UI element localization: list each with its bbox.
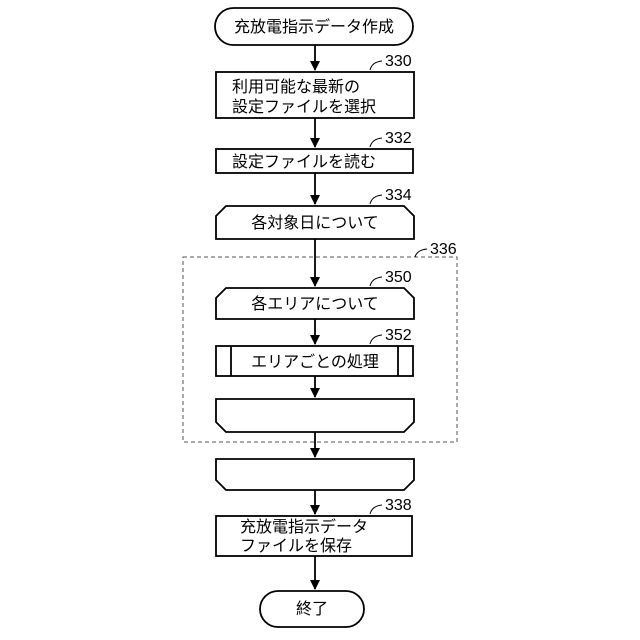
leader-334 — [370, 195, 382, 204]
process-area-label: エリアごとの処理 — [251, 352, 379, 371]
ref-334: 334 — [385, 187, 412, 204]
loop-days-start: 各対象日について — [216, 206, 414, 239]
loop-days-end — [216, 459, 414, 490]
leader-330 — [370, 61, 382, 70]
leader-332 — [370, 138, 382, 147]
end-label: 終了 — [296, 599, 328, 618]
loop-areas-label: 各エリアについて — [251, 294, 379, 313]
ref-336: 336 — [430, 241, 457, 258]
ref-338: 338 — [385, 497, 412, 514]
save-file-line2: ファイルを保存 — [240, 536, 352, 555]
end-terminal: 終了 — [260, 591, 364, 627]
loop-areas-end — [216, 399, 414, 432]
save-file-step: 充放電指示データ ファイルを保存 — [216, 516, 412, 556]
leader-350 — [370, 277, 382, 286]
leader-352 — [370, 335, 382, 344]
ref-332: 332 — [385, 130, 412, 147]
select-file-step: 利用可能な最新の 設定ファイルを選択 — [216, 72, 414, 118]
read-file-step: 設定ファイルを読む — [216, 149, 413, 173]
select-file-line2: 設定ファイルを選択 — [232, 97, 376, 116]
loop-areas-start: 各エリアについて — [216, 288, 414, 319]
read-file-label: 設定ファイルを読む — [232, 152, 376, 171]
leader-336 — [415, 249, 427, 257]
leader-338 — [370, 505, 382, 514]
ref-330: 330 — [385, 53, 412, 70]
start-label: 充放電指示データ作成 — [234, 17, 394, 36]
ref-352: 352 — [385, 327, 412, 344]
select-file-line1: 利用可能な最新の — [232, 77, 360, 96]
loop-days-label: 各対象日について — [251, 213, 379, 232]
start-terminal: 充放電指示データ作成 — [215, 8, 413, 45]
ref-350: 350 — [385, 269, 412, 286]
process-area-step: エリアごとの処理 — [216, 346, 413, 376]
save-file-line1: 充放電指示データ — [240, 517, 368, 536]
